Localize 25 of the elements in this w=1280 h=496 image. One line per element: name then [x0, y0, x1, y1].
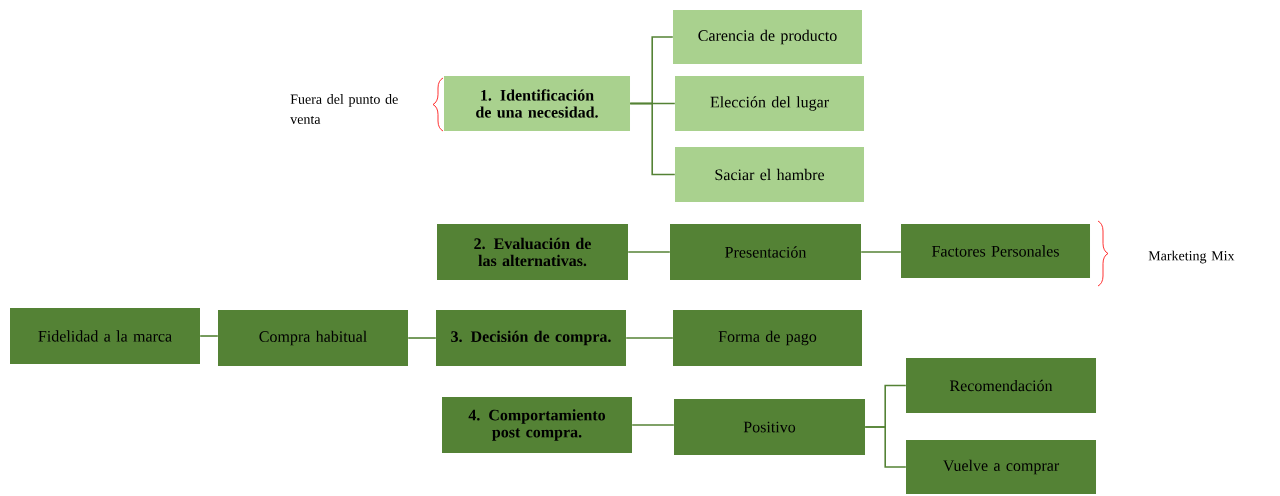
- connector-line: [864, 426, 907, 468]
- process-box: Forma de pago: [673, 310, 862, 366]
- step-box: 2. Evaluación de las alternativas.: [437, 224, 628, 280]
- process-box: Elección del lugar: [675, 76, 864, 131]
- connector-line: [199, 335, 219, 337]
- process-box: Factores Personales: [901, 224, 1090, 278]
- connector-line: [631, 424, 675, 426]
- connector-line: [407, 337, 437, 339]
- connector-line: [629, 102, 676, 176]
- process-box: Saciar el hambre: [675, 147, 864, 202]
- connector-line: [860, 251, 902, 253]
- note-text: Fuera del punto de venta: [290, 94, 398, 124]
- connector-line: [627, 251, 671, 253]
- process-box: Recomendación: [906, 358, 1096, 413]
- process-box: Carencia de producto: [673, 10, 862, 64]
- step-box: 3. Decisión de compra.: [436, 310, 626, 366]
- process-box: Fidelidad a la marca: [10, 308, 200, 364]
- process-box: Compra habitual: [218, 310, 408, 366]
- step-box: 1. Identificación de una necesidad.: [444, 76, 630, 131]
- connector-line: [625, 337, 674, 339]
- process-box: Vuelve a comprar: [906, 440, 1096, 494]
- note-text: Marketing Mix: [1148, 250, 1235, 264]
- step-box: 4. Comportamiento post compra.: [442, 397, 632, 453]
- process-box: Presentación: [670, 224, 861, 280]
- process-box: Positivo: [674, 399, 865, 455]
